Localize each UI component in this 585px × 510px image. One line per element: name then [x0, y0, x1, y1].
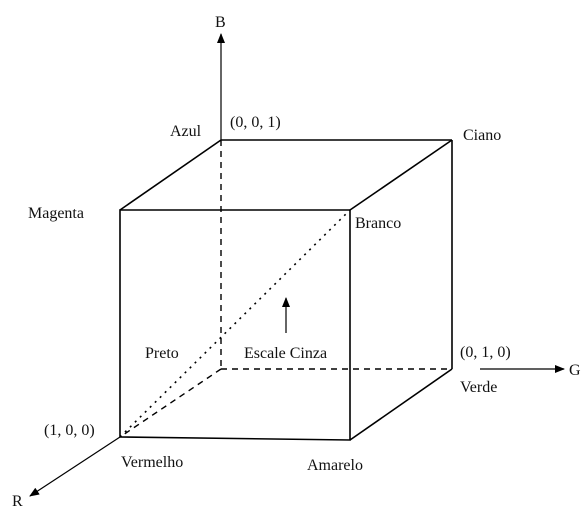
vertex-label-azul: Azul	[170, 123, 202, 140]
edge-verde-amarelo	[349, 368, 453, 441]
vertex-label-preto: Preto	[145, 345, 179, 362]
edge-magenta-azul	[119, 139, 222, 211]
vertex-label-vermelho: Vermelho	[121, 454, 183, 471]
g-axis-label: G	[569, 362, 581, 379]
b-axis-label: B	[215, 14, 226, 31]
vertex-label-ciano: Ciano	[463, 127, 501, 144]
r-axis-label: R	[12, 493, 23, 510]
vertex-label-magenta: Magenta	[28, 205, 84, 222]
r-axis	[29, 436, 121, 497]
coord-label-vermelho: (1, 0, 0)	[44, 422, 95, 439]
hidden-edge-origin-depth	[119, 368, 222, 438]
grayscale-label: Escale Cinza	[244, 345, 327, 362]
vertex-label-amarelo: Amarelo	[307, 457, 363, 474]
coord-label-azul: (0, 0, 1)	[230, 114, 281, 131]
vertex-label-verde: Verde	[460, 379, 497, 396]
grayscale-diagonal	[119, 209, 351, 438]
coord-label-verde: (0, 1, 0)	[460, 344, 511, 361]
edge-ciano-branco	[349, 139, 453, 211]
vertex-label-branco: Branco	[355, 215, 401, 232]
